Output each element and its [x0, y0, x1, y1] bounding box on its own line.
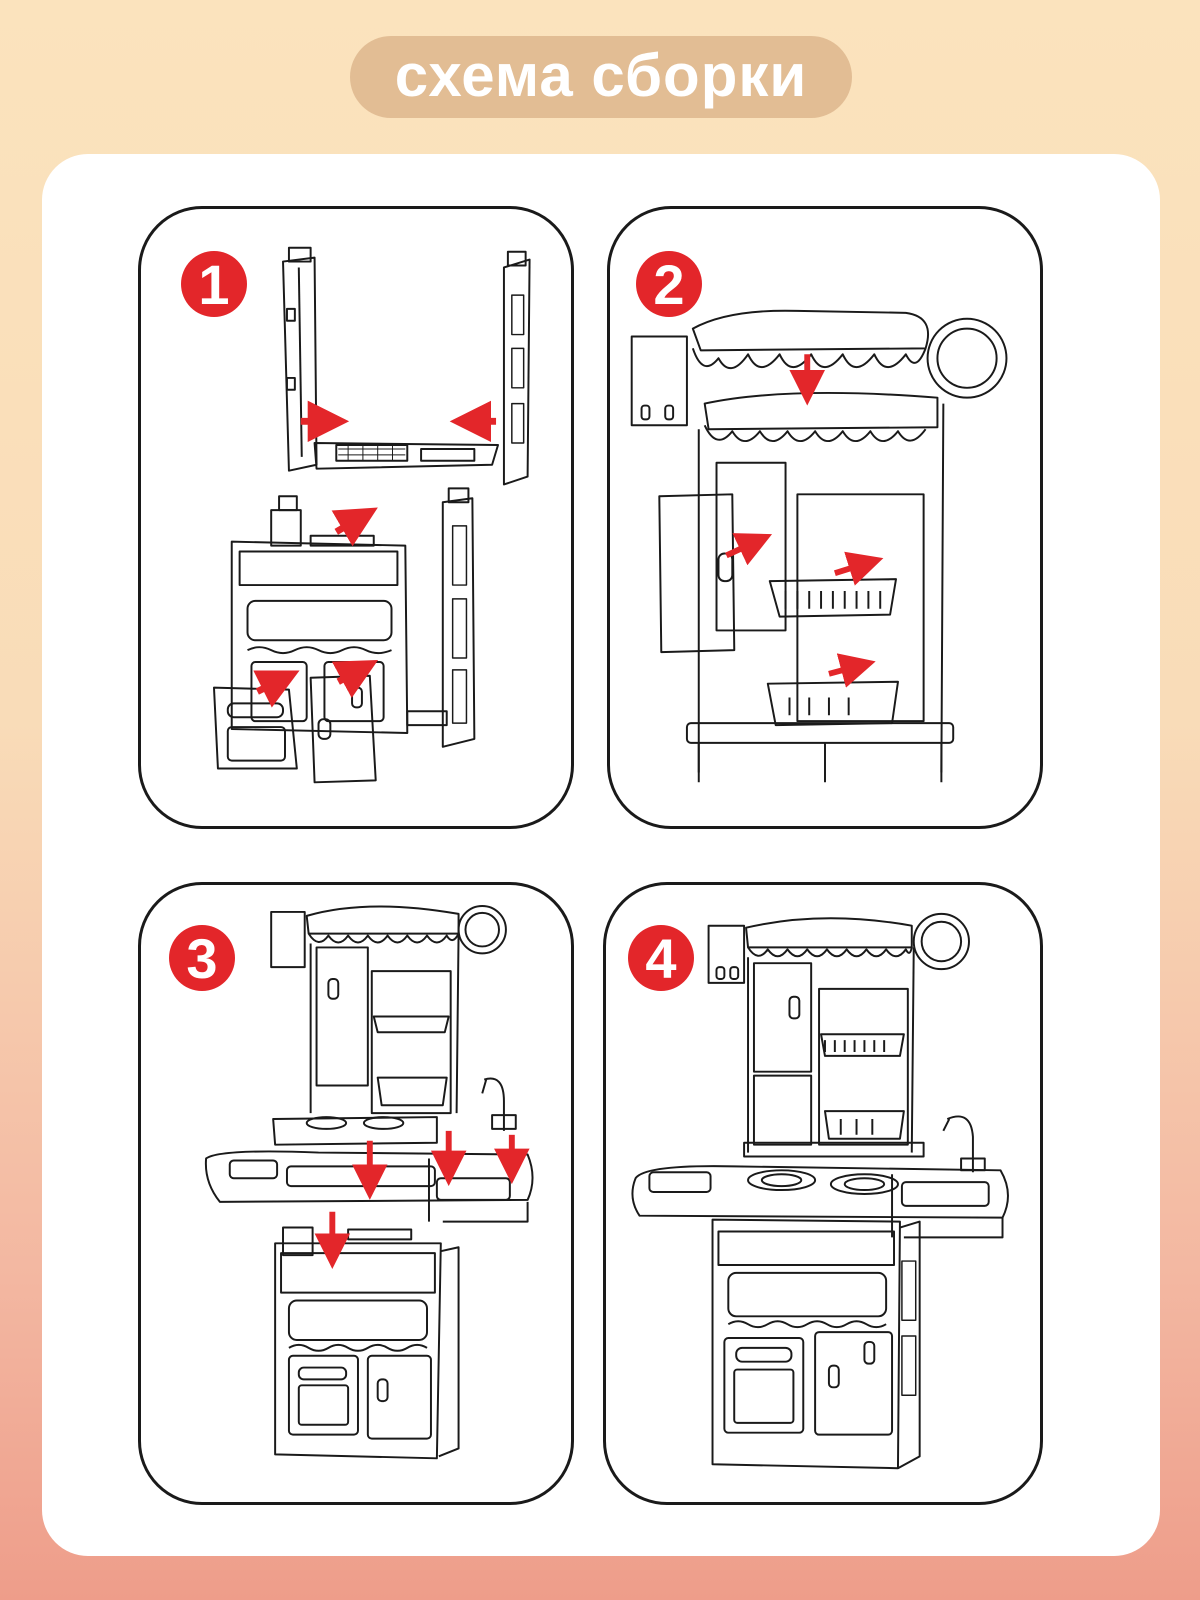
step-4-panel: 4 — [603, 882, 1043, 1505]
step-4-badge: 4 — [628, 925, 694, 991]
awning — [305, 905, 460, 935]
lower-basket — [766, 680, 899, 727]
assembly-arrow-icon — [331, 659, 379, 698]
base-tray — [313, 442, 500, 470]
fridge-door — [658, 493, 736, 654]
step-2-badge: 2 — [636, 251, 702, 317]
awning — [691, 309, 930, 352]
fridge-door — [309, 674, 377, 784]
step-1-panel: 1 — [138, 206, 574, 829]
assembly-arrow-icon — [725, 533, 773, 566]
stovetop — [272, 1116, 438, 1146]
countertop — [204, 1150, 534, 1203]
step-1-diagram — [212, 246, 531, 784]
assembly-arrow-icon — [253, 670, 300, 708]
faucet — [481, 1077, 505, 1131]
lower-cabinet — [274, 1242, 442, 1460]
assembly-arrows — [725, 354, 884, 688]
assembly-arrows — [253, 400, 497, 708]
countertop — [631, 1165, 1009, 1219]
round-mirror — [926, 317, 1008, 399]
step-1-badge: 1 — [181, 251, 247, 317]
step-2-diagram — [630, 309, 1008, 783]
awning — [745, 917, 913, 949]
page-title: схема сборки — [394, 41, 808, 109]
right-side-panel — [502, 258, 531, 486]
step-4-diagram — [631, 912, 1009, 1470]
step-2-panel: 2 — [607, 206, 1043, 829]
step-3-diagram — [204, 905, 534, 1460]
assembly-arrow-icon — [828, 653, 876, 688]
assembly-arrow-icon — [833, 551, 884, 586]
cabinet-frame — [697, 403, 945, 773]
faucet — [942, 1115, 974, 1173]
lower-cabinet — [711, 1218, 901, 1470]
round-mirror — [912, 912, 970, 971]
step-3-badge: 3 — [169, 925, 235, 991]
step-3-panel: 3 — [138, 882, 574, 1505]
counter-shelf — [685, 722, 955, 744]
assembly-arrows — [314, 1130, 530, 1269]
title-banner: схема сборки — [350, 36, 852, 118]
assembly-arrow-icon — [331, 507, 378, 547]
